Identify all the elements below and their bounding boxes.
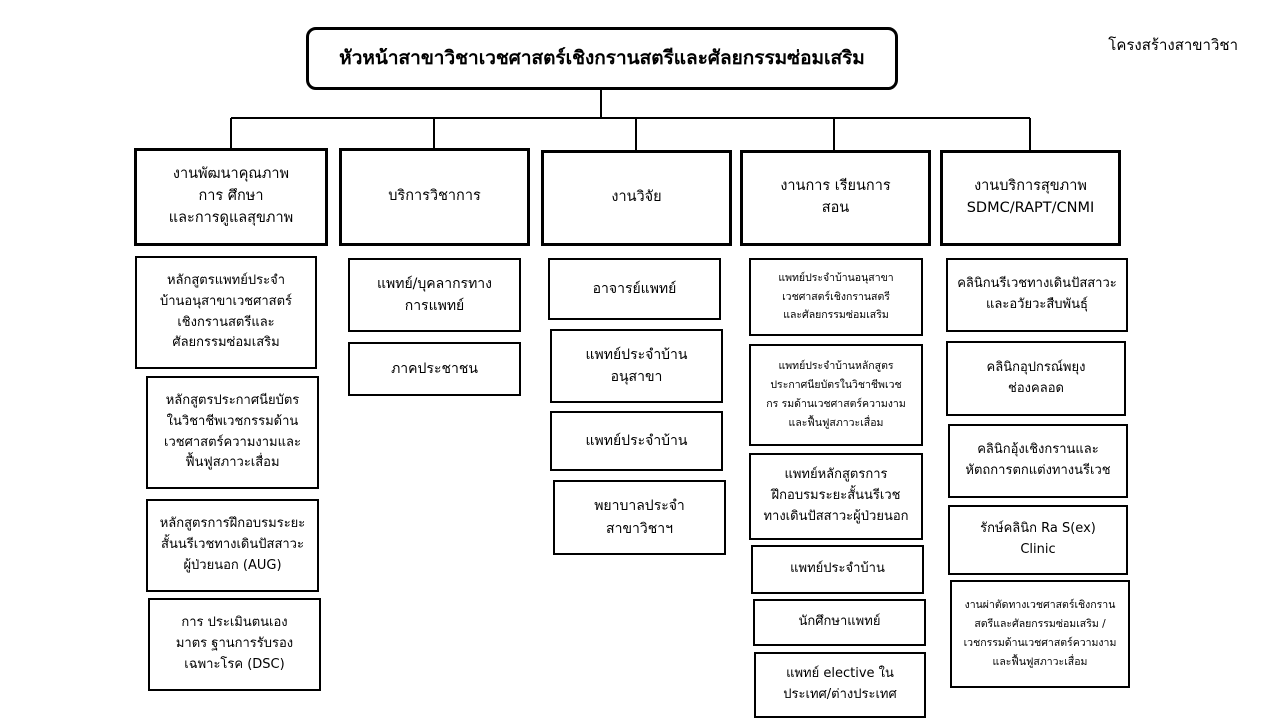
item-quality-residency-course: หลักสูตรแพทย์ประจำ บ้านอนุสาขาเวชศาสตร์ …	[135, 256, 317, 369]
item-teaching-short-course: แพทย์หลักสูตรการ ฝึกอบรมระยะสั้นนรีเวช ท…	[749, 453, 923, 540]
item-teaching-elective: แพทย์ elective ใน ประเทศ/ต่างประเทศ	[754, 652, 926, 718]
item-teaching-certificate-resident: แพทย์ประจำบ้านหลักสูตร ประกาศนียบัตรในวิ…	[749, 344, 923, 446]
item-teaching-fellow: แพทย์ประจำบ้านอนุสาขา เวชศาสตร์เชิงกรานส…	[749, 258, 923, 336]
diagram-corner-label: โครงสร้างสาขาวิชา	[1108, 36, 1238, 54]
item-academic-medical-staff: แพทย์/บุคลากรทาง การแพทย์	[348, 258, 521, 332]
item-quality-certificate-course: หลักสูตรประกาศนียบัตร ในวิชาชีพเวชกรรมด้…	[146, 376, 319, 489]
unit-teaching: งานการ เรียนการ สอน	[740, 150, 931, 246]
item-research-nurse: พยาบาลประจำ สาขาวิชาฯ	[553, 480, 726, 555]
department-head-box: หัวหน้าสาขาวิชาเวชศาสตร์เชิงกรานสตรีและศ…	[306, 27, 898, 90]
item-quality-aug-training: หลักสูตรการฝึกอบรมระยะ สั้นนรีเวชทางเดิน…	[146, 499, 319, 592]
item-research-resident: แพทย์ประจำบ้าน	[550, 411, 723, 471]
item-health-ras-clinic: รักษ์คลินิก Ra S(ex) Clinic	[948, 505, 1128, 575]
item-health-surgery: งานผ่าตัดทางเวชศาสตร์เชิงกราน สตรีและศัล…	[950, 580, 1130, 688]
item-academic-public: ภาคประชาชน	[348, 342, 521, 396]
item-research-fellow: แพทย์ประจำบ้าน อนุสาขา	[550, 329, 723, 403]
item-teaching-resident: แพทย์ประจำบ้าน	[751, 545, 924, 594]
unit-health-service: งานบริการสุขภาพ SDMC/RAPT/CNMI	[940, 150, 1121, 246]
unit-academic-service: บริการวิชาการ	[339, 148, 530, 246]
item-quality-dsc-assessment: การ ประเมินตนเอง มาตร ฐานการรับรอง เฉพาะ…	[148, 598, 321, 691]
item-health-urogyn-clinic: คลินิกนรีเวชทางเดินปัสสาวะ และอวัยวะสืบพ…	[946, 258, 1128, 332]
item-research-faculty: อาจารย์แพทย์	[548, 258, 721, 320]
unit-research: งานวิจัย	[541, 150, 732, 246]
item-health-pelvic-clinic: คลินิกอุ้งเชิงกรานและ หัตถการตกแต่งทางนร…	[948, 424, 1128, 498]
item-health-pessary-clinic: คลินิกอุปกรณ์พยุง ช่องคลอด	[946, 341, 1126, 416]
unit-quality-education: งานพัฒนาคุณภาพ การ ศึกษา และการดูแลสุขภา…	[134, 148, 328, 246]
item-teaching-medical-student: นักศึกษาแพทย์	[753, 599, 926, 646]
